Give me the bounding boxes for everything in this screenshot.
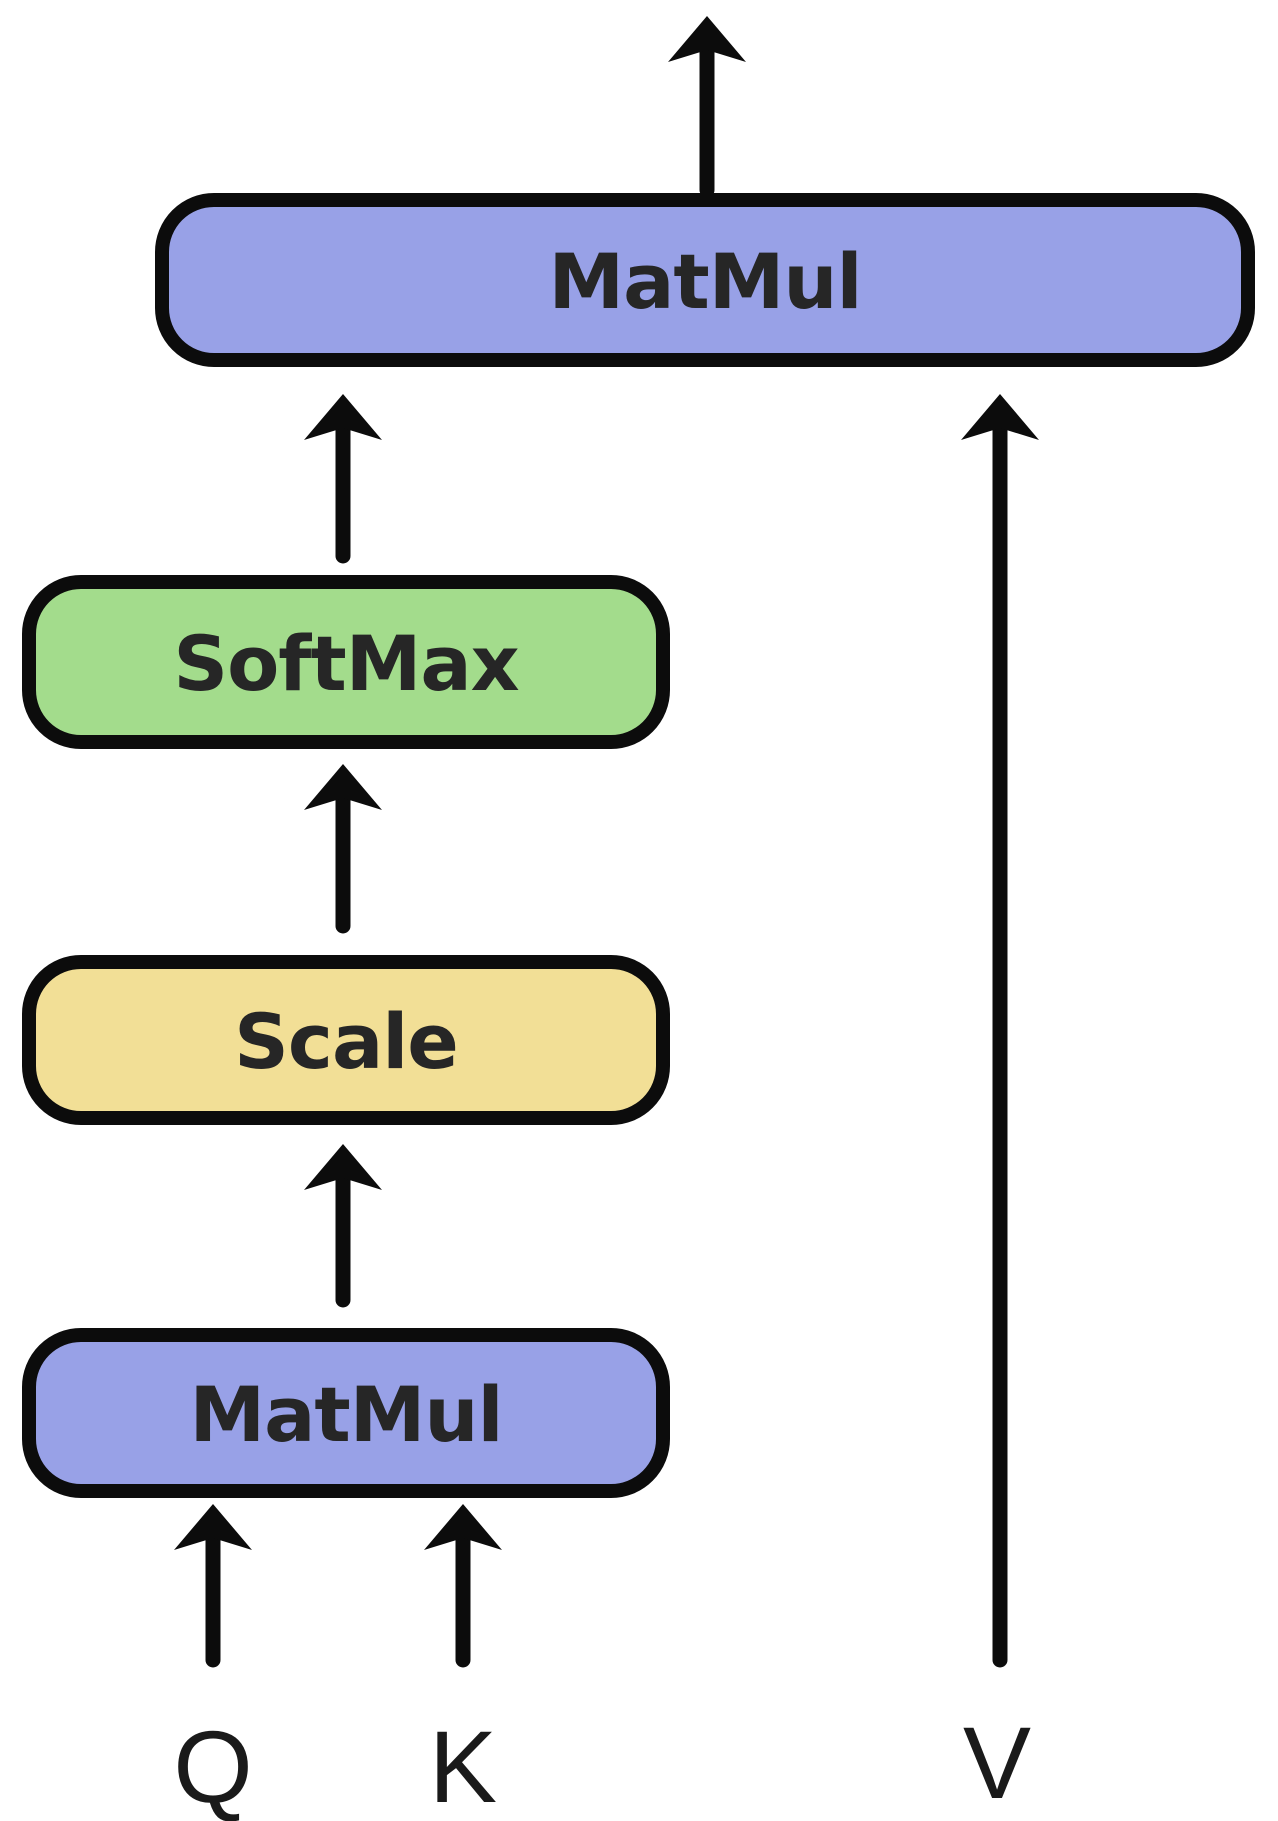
arrow-scale-to-softmax xyxy=(304,764,382,934)
node-matmul-top: MatMul xyxy=(155,193,1255,367)
arrow-output-head-icon xyxy=(668,16,746,62)
arrow-output xyxy=(668,16,746,198)
node-matmul-bottom: MatMul xyxy=(22,1328,670,1498)
input-label-q: Q xyxy=(173,1710,252,1821)
node-softmax: SoftMax xyxy=(22,575,670,749)
arrow-matmul-to-scale-head-icon xyxy=(304,1144,382,1190)
arrow-q-input xyxy=(174,1504,252,1668)
matmul-bottom-label: MatMul xyxy=(189,1370,502,1459)
arrow-matmul-to-scale xyxy=(304,1144,382,1308)
arrow-k-input-head-icon xyxy=(424,1504,502,1550)
arrow-v-input-head-icon xyxy=(961,394,1039,440)
arrow-v-input xyxy=(961,394,1039,1668)
scale-box xyxy=(22,955,670,1125)
input-label-v: V xyxy=(963,1706,1031,1820)
matmul-top-box xyxy=(155,193,1255,367)
node-scale: Scale xyxy=(22,955,670,1125)
scale-label: Scale xyxy=(234,997,458,1086)
arrow-softmax-to-matmul xyxy=(304,394,382,564)
arrow-scale-to-softmax-head-icon xyxy=(304,764,382,810)
arrow-q-input-head-icon xyxy=(174,1504,252,1550)
matmul-bottom-box xyxy=(22,1328,670,1498)
input-label-k: K xyxy=(429,1710,497,1821)
softmax-label: SoftMax xyxy=(173,619,518,708)
arrow-k-input xyxy=(424,1504,502,1668)
arrow-softmax-to-matmul-head-icon xyxy=(304,394,382,440)
softmax-box xyxy=(22,575,670,749)
matmul-top-label: MatMul xyxy=(548,237,861,326)
